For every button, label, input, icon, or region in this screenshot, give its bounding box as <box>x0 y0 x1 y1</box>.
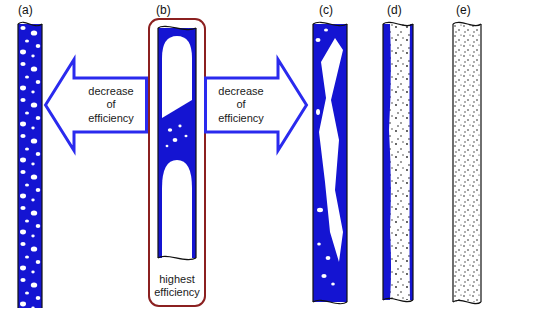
mist-flow-tube <box>453 22 481 303</box>
highlight-box: highest efficiency <box>148 18 206 307</box>
arrow-path <box>46 60 147 151</box>
box-label: highest efficiency <box>152 273 202 299</box>
churn-flow-tube <box>313 22 347 303</box>
arrow-outline <box>204 58 308 152</box>
panel-label: (c) <box>319 3 333 17</box>
arrow-shape: decrease of efficiency <box>204 58 308 152</box>
panel-label: (d) <box>387 3 402 17</box>
panel-label: (e) <box>456 3 471 17</box>
arrow-label: decrease of efficiency <box>214 85 268 125</box>
panel-label: (b) <box>156 3 171 17</box>
bubbly-flow-tube <box>18 22 42 308</box>
annular-flow-tube <box>383 22 413 301</box>
slug-flow-tube <box>158 26 196 259</box>
panel-label: (a) <box>18 3 33 17</box>
arrow-path <box>206 60 307 151</box>
arrow-outline <box>44 58 148 152</box>
arrow-shape: decrease of efficiency <box>44 58 148 152</box>
arrow-label: decrease of efficiency <box>84 85 138 125</box>
